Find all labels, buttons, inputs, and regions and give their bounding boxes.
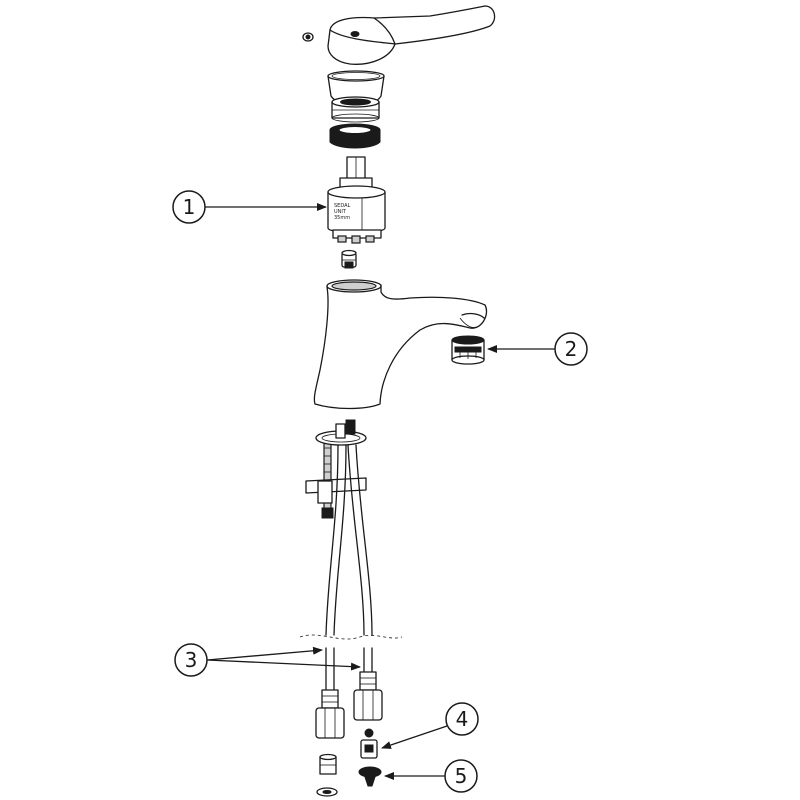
callout-3-leader-left bbox=[206, 646, 323, 661]
callout-1-circle bbox=[172, 190, 206, 224]
callout-5-circle bbox=[444, 759, 478, 793]
callout-5: 5 bbox=[384, 759, 478, 793]
callout-5-number: 5 bbox=[455, 764, 468, 788]
callout-4-number: 4 bbox=[456, 707, 469, 731]
lever-handle bbox=[302, 5, 496, 65]
sealing-washer bbox=[316, 787, 338, 797]
callout-3-leader-right bbox=[206, 659, 361, 671]
callout-1-number: 1 bbox=[183, 195, 196, 219]
ceramic-cartridge: SEDAL UNIT 35mm bbox=[327, 156, 386, 244]
isolation-valve-insert bbox=[360, 728, 378, 759]
cartridge-adaptor bbox=[341, 249, 357, 269]
filter-washer bbox=[358, 766, 382, 787]
callout-4-leader bbox=[381, 725, 448, 749]
callout-4-circle bbox=[445, 702, 479, 736]
flexible-hoses bbox=[299, 444, 403, 739]
cartridge-nut bbox=[331, 96, 380, 123]
cartridge-marking-1: SEDAL bbox=[334, 203, 351, 209]
callout-3: 3 bbox=[174, 643, 361, 677]
callout-3-number: 3 bbox=[185, 648, 198, 672]
callout-2-circle bbox=[554, 332, 588, 366]
cartridge-marking-2: UNIT bbox=[334, 209, 347, 215]
cartridge-marking-3: 35mm bbox=[334, 215, 350, 221]
grub-screw bbox=[302, 32, 314, 42]
callout-3-circle bbox=[174, 643, 208, 677]
tap-body bbox=[313, 279, 488, 410]
aerator bbox=[451, 335, 485, 365]
callout-2-number: 2 bbox=[565, 337, 578, 361]
callout-2: 2 bbox=[487, 332, 588, 366]
olive-fitting bbox=[319, 753, 337, 775]
callout-1: 1 bbox=[172, 190, 327, 224]
callout-4: 4 bbox=[381, 702, 479, 749]
lock-ring bbox=[329, 123, 381, 149]
